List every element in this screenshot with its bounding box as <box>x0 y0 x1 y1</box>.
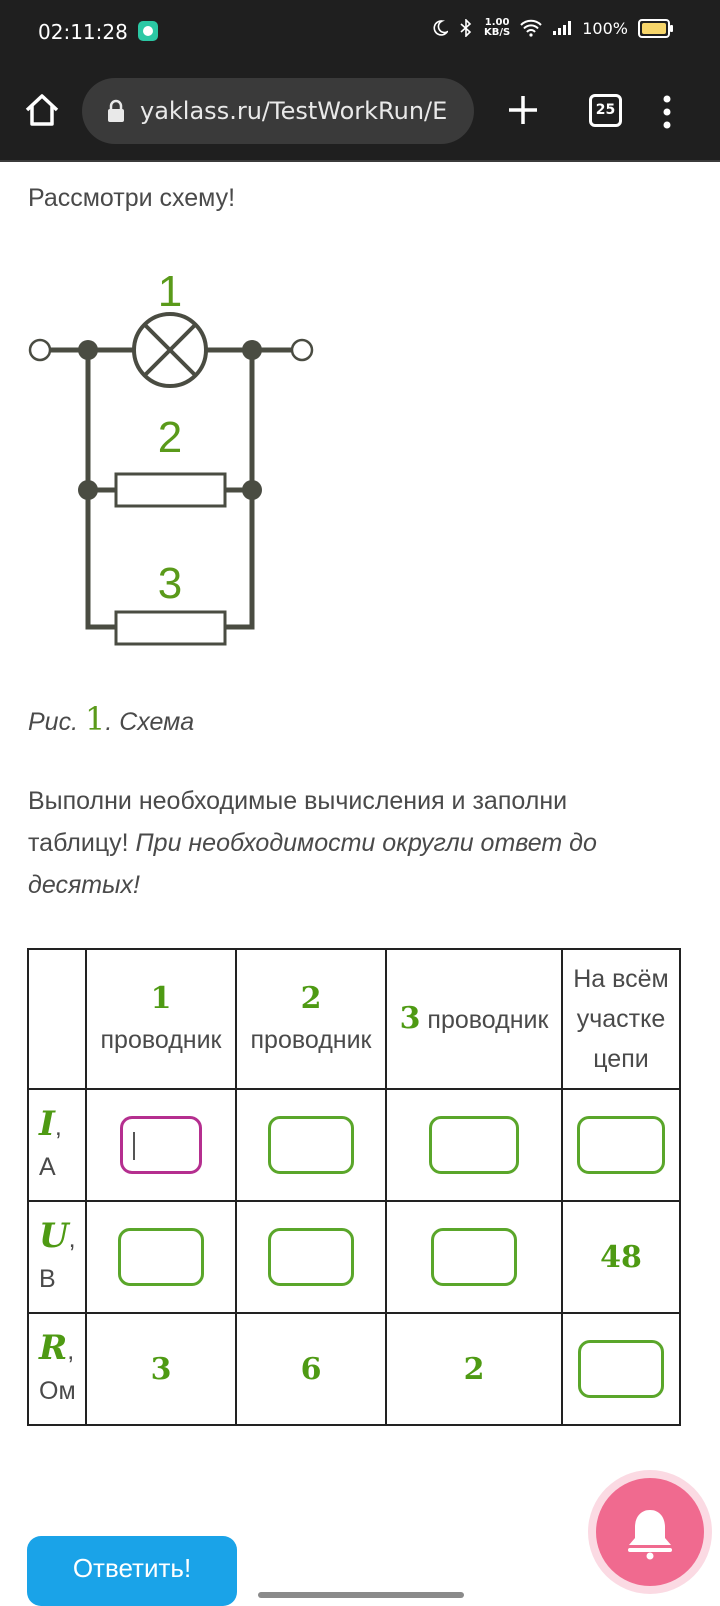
answer-button[interactable]: Ответить! <box>27 1536 237 1606</box>
header-conductor-3: 3 проводник <box>385 948 563 1090</box>
answer-input-i2[interactable] <box>268 1116 354 1174</box>
network-speed: 1.00 KB/S <box>484 18 510 38</box>
value-r3: 2 <box>463 1351 485 1387</box>
battery-icon <box>638 18 673 38</box>
notification-bell-button[interactable] <box>596 1478 704 1586</box>
answer-input-i1[interactable] <box>120 1116 202 1174</box>
value-u-total: 48 <box>600 1239 642 1275</box>
cell-u-3 <box>385 1200 563 1314</box>
signal-icon <box>553 21 572 35</box>
row-label-current: I,А <box>27 1088 87 1202</box>
instructions-plain: Выполни необходимые вычисления и заполни… <box>28 787 568 857</box>
status-time: 02:11:28 <box>38 20 128 44</box>
status-bar: 02:11:28 1.00 KB/S 100% <box>0 0 720 62</box>
cell-i-2 <box>235 1088 387 1202</box>
cell-i-1 <box>85 1088 237 1202</box>
wire-right-rail <box>225 350 255 630</box>
caption-number: 1 <box>84 700 106 738</box>
caption-prefix: Рис. <box>28 708 79 736</box>
intro-text: Рассмотри схему! <box>28 184 236 212</box>
lock-icon <box>108 99 124 122</box>
speed-value: 1.00 <box>484 17 510 28</box>
junction-mid-left <box>78 480 98 500</box>
tabs-icon[interactable]: 25 <box>589 94 622 127</box>
answer-input-r-total[interactable] <box>578 1340 664 1398</box>
app-notification-icon <box>138 21 158 41</box>
url-text: yaklass.ru/TestWorkRun/E <box>140 97 448 125</box>
cell-r-3: 2 <box>385 1312 563 1426</box>
cell-u-2 <box>235 1200 387 1314</box>
answer-input-u2[interactable] <box>268 1228 354 1286</box>
value-r1: 3 <box>150 1351 172 1387</box>
terminal-right <box>290 338 314 362</box>
cell-r-2: 6 <box>235 1312 387 1426</box>
bluetooth-icon <box>460 19 472 37</box>
address-bar[interactable]: yaklass.ru/TestWorkRun/E <box>82 78 474 144</box>
junction-top-left <box>78 340 98 360</box>
figure-caption: Рис. 1. Схема <box>28 700 194 738</box>
plus-icon[interactable] <box>505 92 541 128</box>
resistor-3-symbol <box>114 610 227 646</box>
instructions-italic: При необходимости округли ответ до десят… <box>28 829 597 899</box>
wire-left-rail <box>85 350 116 630</box>
row-label-resistance: R,Ом <box>27 1312 87 1426</box>
answer-input-i-total[interactable] <box>577 1116 665 1174</box>
label-1: 1 <box>158 267 182 316</box>
junction-top-right <box>242 340 262 360</box>
cell-u-total: 48 <box>561 1200 681 1314</box>
header-total: На всём участке цепи <box>561 948 681 1090</box>
lamp-cross-2 <box>143 323 197 377</box>
cell-i-3 <box>385 1088 563 1202</box>
status-indicators: 1.00 KB/S 100% <box>432 18 673 38</box>
header-empty-cell <box>27 948 87 1090</box>
answer-input-u3[interactable] <box>431 1228 517 1286</box>
menu-icon[interactable] <box>662 94 672 130</box>
home-icon[interactable] <box>22 90 62 130</box>
home-indicator <box>258 1592 464 1598</box>
battery-percent: 100% <box>582 18 628 38</box>
label-2: 2 <box>158 413 182 462</box>
answer-input-i3[interactable] <box>429 1116 519 1174</box>
wifi-icon <box>520 19 542 37</box>
cell-r-total <box>561 1312 681 1426</box>
resistor-2-symbol <box>114 472 227 508</box>
table-row-voltage: U,В 48 <box>27 1200 681 1314</box>
value-r2: 6 <box>300 1351 322 1387</box>
bell-icon <box>628 1510 672 1560</box>
table-row-current: I,А <box>27 1088 681 1202</box>
terminal-left <box>28 338 52 362</box>
moon-icon <box>433 20 449 36</box>
speed-unit: KB/S <box>484 27 511 38</box>
cell-u-1 <box>85 1200 237 1314</box>
caption-suffix: . Схема <box>105 708 195 736</box>
label-3: 3 <box>158 559 182 608</box>
junction-mid-right <box>242 480 262 500</box>
circuit-diagram: 1 2 3 <box>28 267 314 646</box>
row-label-voltage: U,В <box>27 1200 87 1314</box>
task-instructions: Выполни необходимые вычисления и заполни… <box>28 780 668 906</box>
table-row-resistance: R,Ом 3 6 2 <box>27 1312 681 1426</box>
browser-toolbar: yaklass.ru/TestWorkRun/E 25 <box>0 62 720 162</box>
answer-input-u1[interactable] <box>118 1228 204 1286</box>
cell-i-total <box>561 1088 681 1202</box>
cell-r-1: 3 <box>85 1312 237 1426</box>
